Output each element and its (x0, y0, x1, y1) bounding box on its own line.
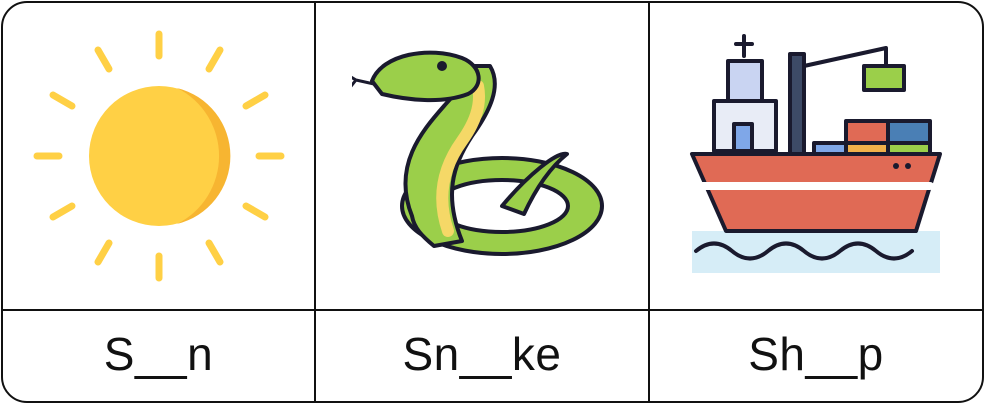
picture-cell-snake (316, 3, 650, 311)
word-cell-ship: Sh__p (650, 311, 982, 401)
word-cell-sun: S__n (3, 311, 316, 401)
word-snake: Sn__ke (402, 328, 562, 380)
word-ship: Sh__p (748, 328, 884, 380)
grid: S__n Sn__ke Sh__p (3, 3, 982, 401)
ship-icon (690, 34, 942, 273)
word-cell-snake: Sn__ke (316, 311, 650, 401)
sun-icon (33, 30, 284, 282)
snake-icon (352, 50, 604, 256)
word-sun: S__n (103, 328, 214, 380)
picture-cell-sun (3, 3, 316, 311)
picture-cell-ship (650, 3, 982, 311)
